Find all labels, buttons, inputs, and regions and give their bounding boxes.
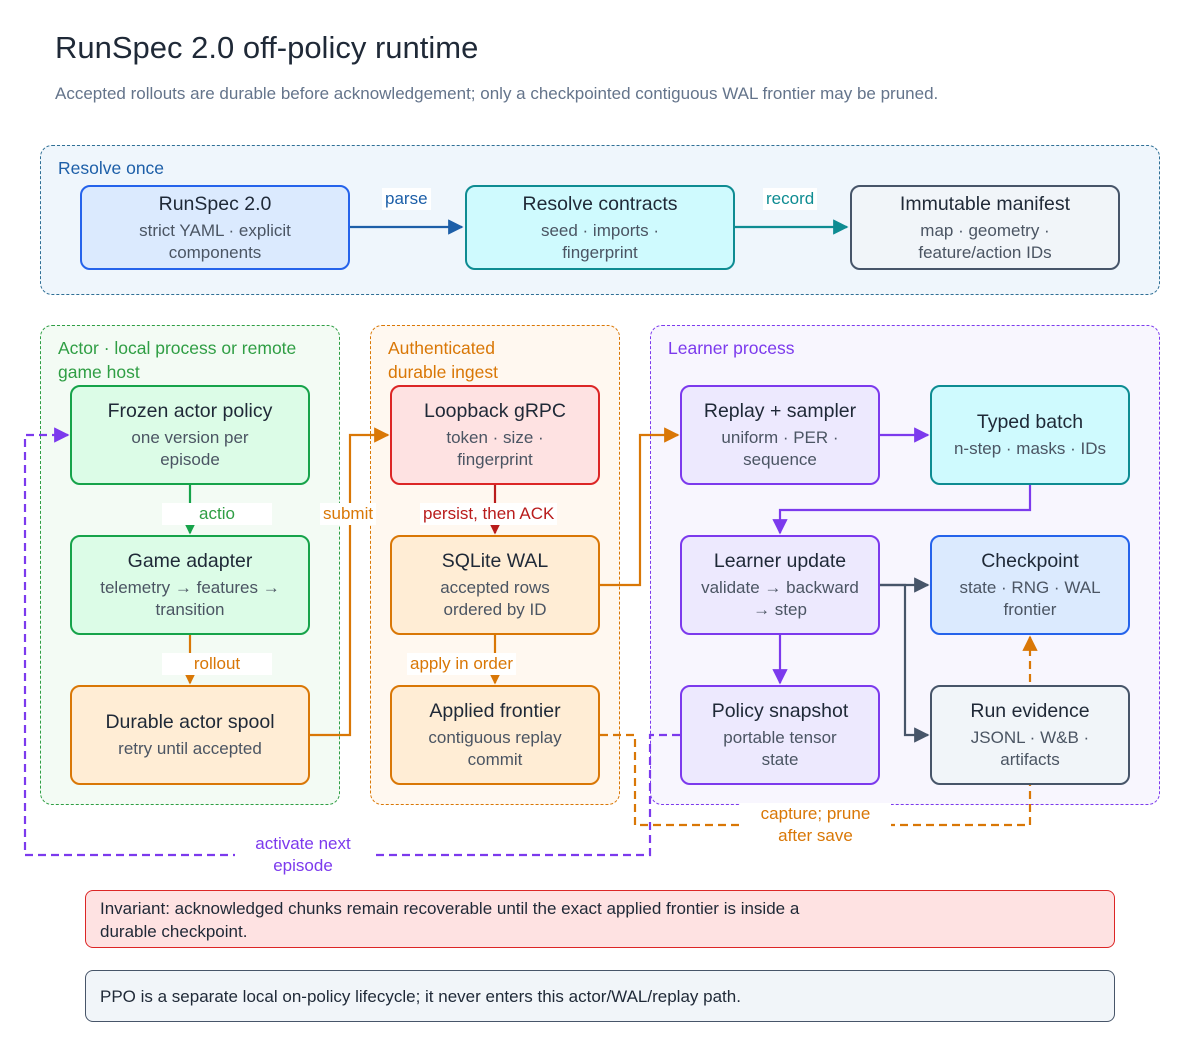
node-replay-sampler-sub: uniform · PER · sequence xyxy=(721,428,839,469)
node-contracts-sub: seed · imports · fingerprint xyxy=(540,220,660,262)
node-policy-snapshot-sub: portable tensor state xyxy=(723,728,837,769)
edge-update-to-evidence xyxy=(880,583,930,743)
node-frozen-policy-title: Frozen actor policy xyxy=(107,400,273,422)
node-game-adapter-title: Game adapter xyxy=(127,550,253,572)
node-frozen-policy: Frozen actor policy one version per epis… xyxy=(70,385,310,485)
edge-batch-to-update xyxy=(772,485,1032,535)
node-applied-frontier-title: Applied frontier xyxy=(429,700,561,722)
group-label-actor: Actor · local process or remote game hos… xyxy=(58,338,297,382)
edge-label-activate-line1: activate next xyxy=(255,834,351,853)
node-applied-frontier-sub: contiguous replay commit xyxy=(428,728,562,769)
node-policy-snapshot-title: Policy snapshot xyxy=(711,700,849,722)
node-manifest-title: Immutable manifest xyxy=(899,192,1071,215)
node-manifest-sub: map · geometry · feature/action IDs xyxy=(918,220,1052,262)
edge-label-submit: submit xyxy=(320,503,377,525)
node-run-evidence-title: Run evidence xyxy=(970,700,1090,722)
node-contracts: Resolve contracts seed · imports · finge… xyxy=(465,185,735,270)
node-runspec: RunSpec 2.0 strict YAML · explicit compo… xyxy=(80,185,350,270)
node-actor-spool-sub: retry until accepted xyxy=(118,739,262,758)
node-learner-update-sub: validate → backward → step xyxy=(701,578,859,619)
edge-label-record: record xyxy=(763,188,818,210)
node-sqlite-wal: SQLite WAL accepted rows ordered by ID xyxy=(390,535,600,635)
ppo-note: PPO is a separate local on-policy lifecy… xyxy=(85,970,1115,1022)
node-game-adapter-sub: telemetry → features → transition xyxy=(100,578,280,619)
group-label-ingest: Authenticated durable ingest xyxy=(388,338,498,382)
node-sqlite-wal-sub: accepted rows ordered by ID xyxy=(440,578,550,619)
node-runspec-sub: strict YAML · explicit components xyxy=(139,220,291,262)
node-replay-sampler: Replay + sampler uniform · PER · sequenc… xyxy=(680,385,880,485)
node-loopback-grpc-sub: token · size · fingerprint xyxy=(446,428,544,469)
edge-label-capture-line2: after save xyxy=(778,826,853,845)
edge-label-parse: parse xyxy=(382,188,431,210)
node-learner-update: Learner update validate → backward → ste… xyxy=(680,535,880,635)
edge-label-persist: persist, then ACK xyxy=(420,503,558,525)
edge-label-capture: capture; prune after save xyxy=(740,803,891,847)
edge-label-rollout: rollout xyxy=(162,653,272,675)
node-actor-spool: Durable actor spool retry until accepted xyxy=(70,685,310,785)
group-label-learner: Learner process xyxy=(668,338,795,358)
node-sqlite-wal-title: SQLite WAL xyxy=(441,550,549,572)
node-manifest: Immutable manifest map · geometry · feat… xyxy=(850,185,1120,270)
node-checkpoint-sub: state · RNG · WAL frontier xyxy=(959,578,1101,619)
node-run-evidence-sub: JSONL · W&B · artifacts xyxy=(970,728,1090,769)
node-contracts-title: Resolve contracts xyxy=(522,192,678,215)
edge-label-apply: apply in order xyxy=(407,653,517,675)
node-runspec-title: RunSpec 2.0 xyxy=(158,192,272,215)
node-applied-frontier: Applied frontier contiguous replay commi… xyxy=(390,685,600,785)
edge-label-activate: activate next episode xyxy=(235,833,371,877)
node-frozen-policy-sub: one version per episode xyxy=(131,428,249,469)
node-replay-sampler-title: Replay + sampler xyxy=(703,400,857,422)
edge-label-action: actio xyxy=(162,503,272,525)
node-typed-batch-title: Typed batch xyxy=(976,411,1084,433)
page-title: RunSpec 2.0 off-policy runtime xyxy=(55,30,479,65)
node-typed-batch-sub: n-step · masks · IDs xyxy=(953,439,1107,458)
node-typed-batch: Typed batch n-step · masks · IDs xyxy=(930,385,1130,485)
node-policy-snapshot: Policy snapshot portable tensor state xyxy=(680,685,880,785)
page-subtitle: Accepted rollouts are durable before ack… xyxy=(55,84,939,103)
node-checkpoint: Checkpoint state · RNG · WAL frontier xyxy=(930,535,1130,635)
group-label-resolve: Resolve once xyxy=(58,158,165,178)
edge-label-activate-line2: episode xyxy=(273,856,333,875)
node-actor-spool-title: Durable actor spool xyxy=(105,711,275,733)
edge-activate-next xyxy=(23,427,680,857)
edge-submit xyxy=(310,427,390,737)
node-run-evidence: Run evidence JSONL · W&B · artifacts xyxy=(930,685,1130,785)
node-loopback-grpc: Loopback gRPC token · size · fingerprint xyxy=(390,385,600,485)
edge-label-capture-line1: capture; prune xyxy=(760,804,871,823)
edge-capture-prune xyxy=(600,635,1038,827)
node-learner-update-title: Learner update xyxy=(713,550,847,572)
node-loopback-grpc-title: Loopback gRPC xyxy=(423,400,566,422)
invariant-note: Invariant: acknowledged chunks remain re… xyxy=(85,890,1115,948)
node-checkpoint-title: Checkpoint xyxy=(981,550,1079,572)
edge-wal-to-replay xyxy=(600,427,680,587)
node-game-adapter: Game adapter telemetry → features → tran… xyxy=(70,535,310,635)
